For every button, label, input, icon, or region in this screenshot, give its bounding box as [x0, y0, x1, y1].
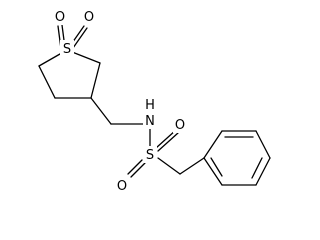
bond-s-o-bottom-a: [127, 159, 143, 175]
bond-s-o-top-a: [155, 129, 177, 149]
sulfolane-ring: [38, 49, 101, 99]
structure-diagram: S O O N H S O O: [38, 8, 271, 194]
atom-labels: S O O N H S O O: [53, 8, 187, 194]
bond-ph-4-5: [255, 157, 271, 186]
phenyl-ring: [203, 130, 271, 186]
bond-ph-inner-b: [251, 157, 263, 179]
bond-c3-ch2: [90, 97, 112, 125]
bond-c4-c5: [38, 65, 56, 99]
bond-c2-c3: [90, 62, 101, 99]
bond-s-o-bottom-b: [130, 162, 146, 178]
bond-s1-o-right-b: [72, 27, 88, 49]
bond-ch2-phenyl: [179, 157, 205, 175]
bond-s-o-top-b: [157, 132, 179, 152]
bond-s-ch2: [157, 157, 181, 175]
sulfonyl-oxygen-bottom-label: O: [117, 179, 127, 194]
ring-sulfur-label: S: [63, 42, 71, 57]
bond-ph-inner-c: [210, 157, 223, 177]
nitrogen-label: N: [145, 114, 155, 129]
sulfonyl-oxygen-top-label: O: [175, 118, 185, 133]
ring-oxygen-right-label: O: [84, 10, 94, 25]
bond-ph-6-1: [203, 157, 223, 186]
benzyl-linker: [157, 157, 205, 175]
hydrogen-label: H: [145, 98, 155, 113]
bond-ph-3-4: [255, 130, 271, 159]
ring-oxygen-left-label: O: [55, 10, 65, 25]
bond-ph-1-2: [203, 130, 223, 159]
sulfonyl-sulfur-label: S: [146, 148, 154, 163]
sulfonyl-bonds: [127, 129, 179, 178]
linker-bonds: [90, 97, 151, 151]
